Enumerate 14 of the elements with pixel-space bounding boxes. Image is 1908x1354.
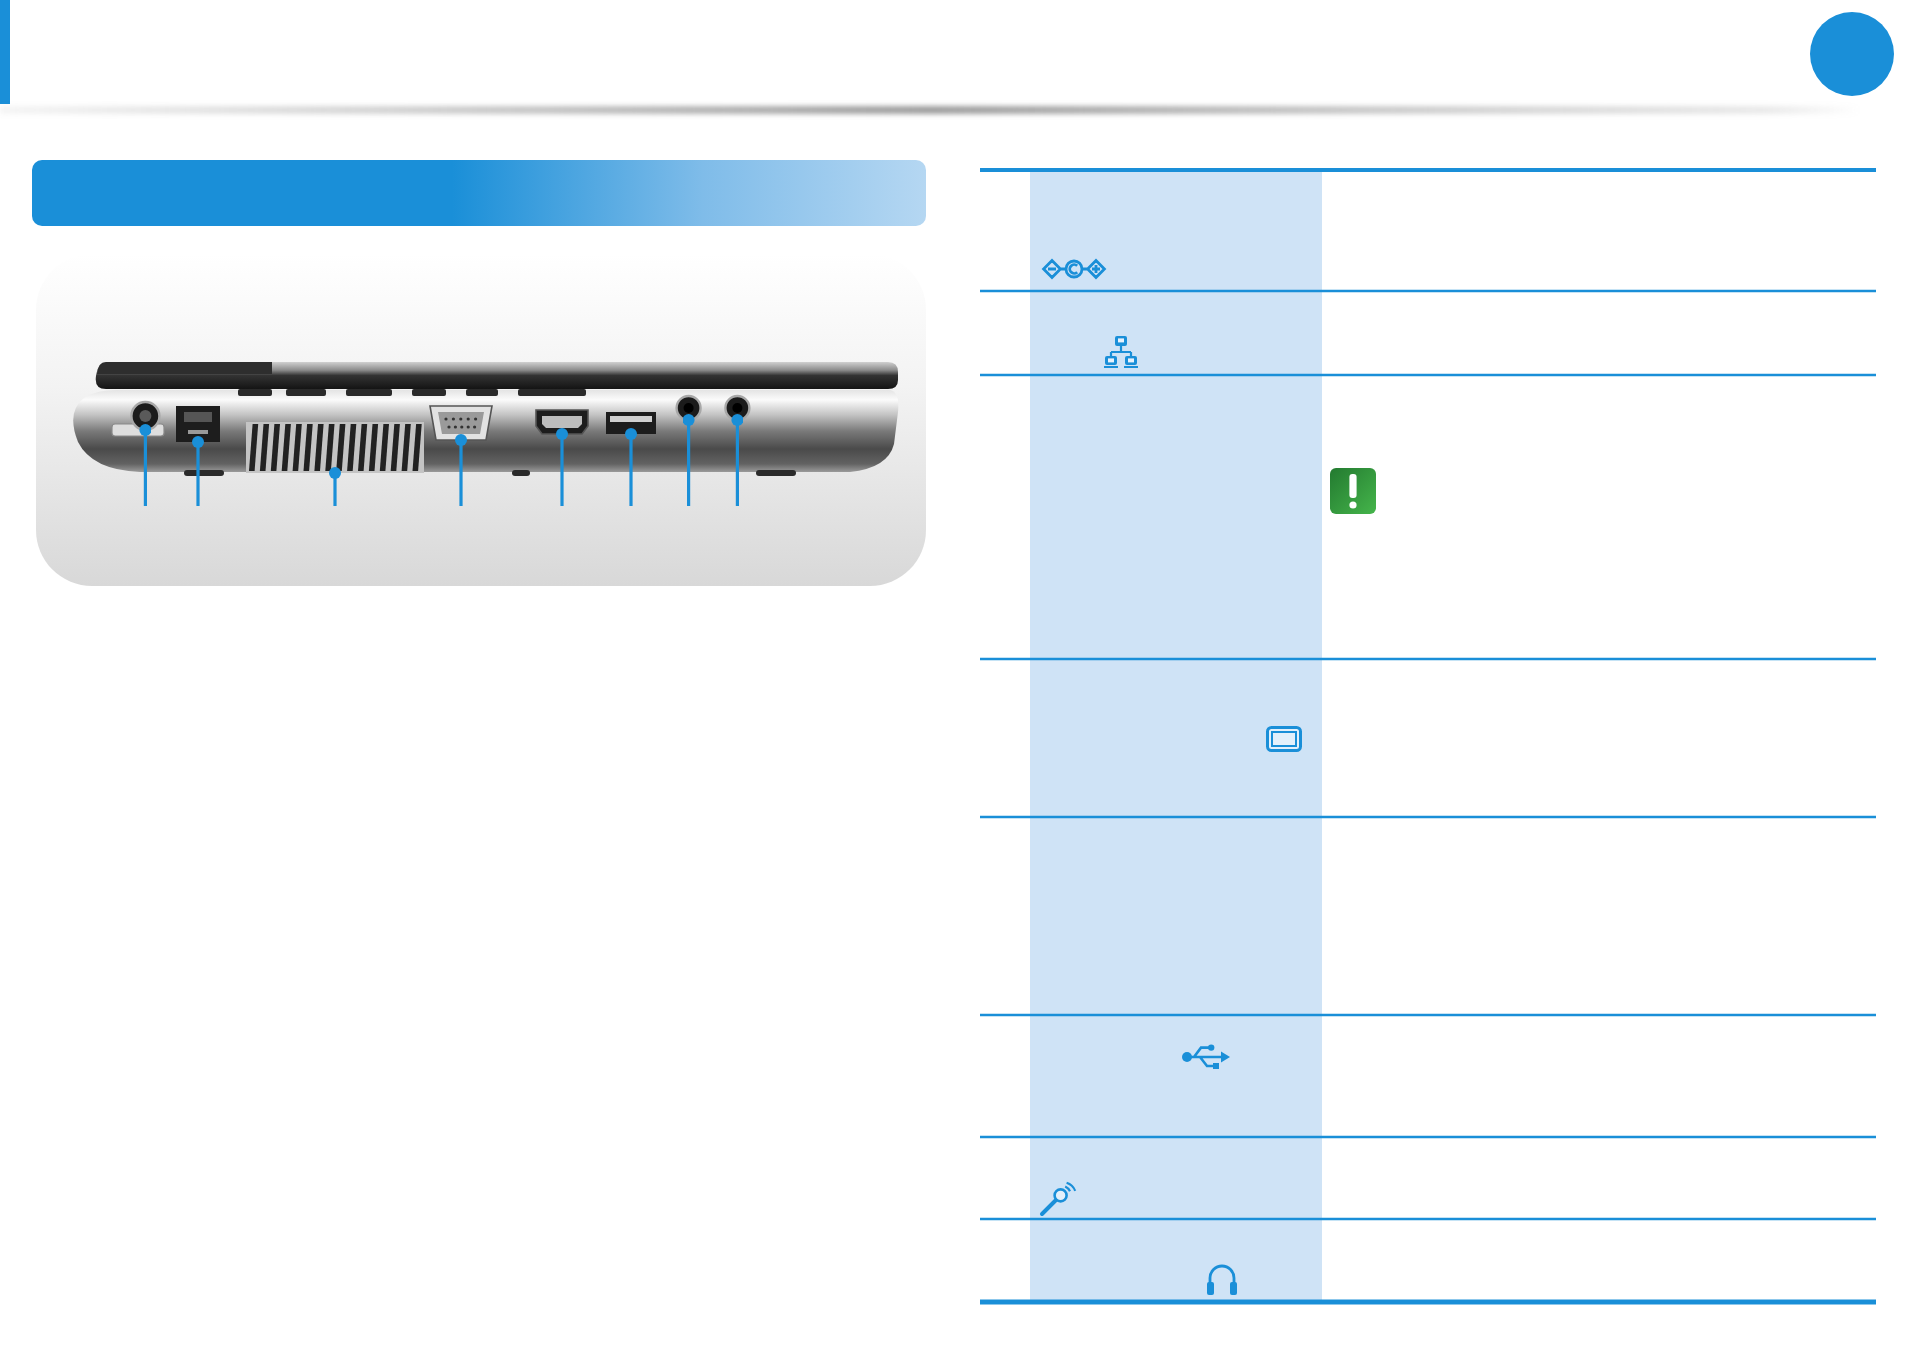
network-port xyxy=(176,406,220,442)
leader-line xyxy=(192,436,204,506)
laptop-drawing xyxy=(73,362,899,476)
leader-line xyxy=(731,414,744,506)
leader-line xyxy=(455,434,467,506)
leader-line xyxy=(556,428,568,506)
leader-line xyxy=(329,467,341,506)
vga-port xyxy=(429,405,493,441)
leader-line xyxy=(139,424,152,506)
hdmi-port xyxy=(535,409,589,435)
usb-port xyxy=(606,412,656,434)
leader-line xyxy=(625,428,637,506)
leader-line xyxy=(682,414,695,506)
vent-grille xyxy=(246,422,424,473)
